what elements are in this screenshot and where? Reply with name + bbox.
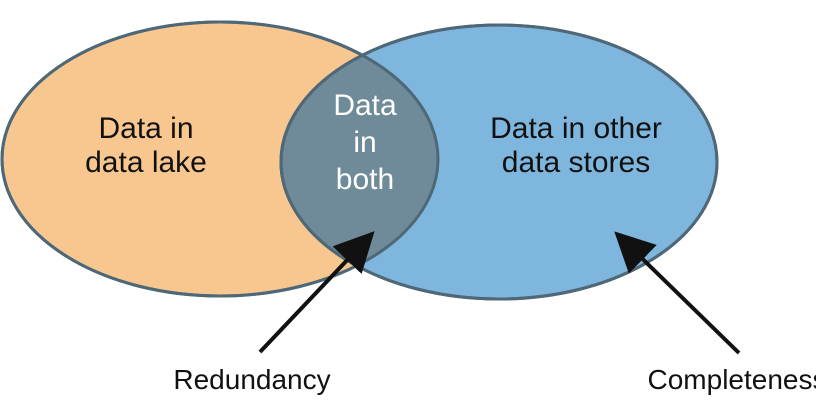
intersection-label-line-3: both [336, 163, 394, 196]
intersection-label-line-1: Data [333, 89, 397, 122]
completeness-arrow [614, 231, 741, 355]
left-set-label-line-1: Data in [98, 112, 193, 145]
intersection-label-line-2: in [353, 126, 376, 159]
left-set-label-line-2: data lake [85, 146, 207, 179]
right-set-label-line-1: Data in other [490, 112, 662, 145]
redundancy-arrow [258, 231, 375, 354]
redundancy-label: Redundancy [173, 364, 330, 395]
completeness-label: Completeness [648, 364, 816, 395]
right-set-label-line-2: data stores [502, 146, 650, 179]
